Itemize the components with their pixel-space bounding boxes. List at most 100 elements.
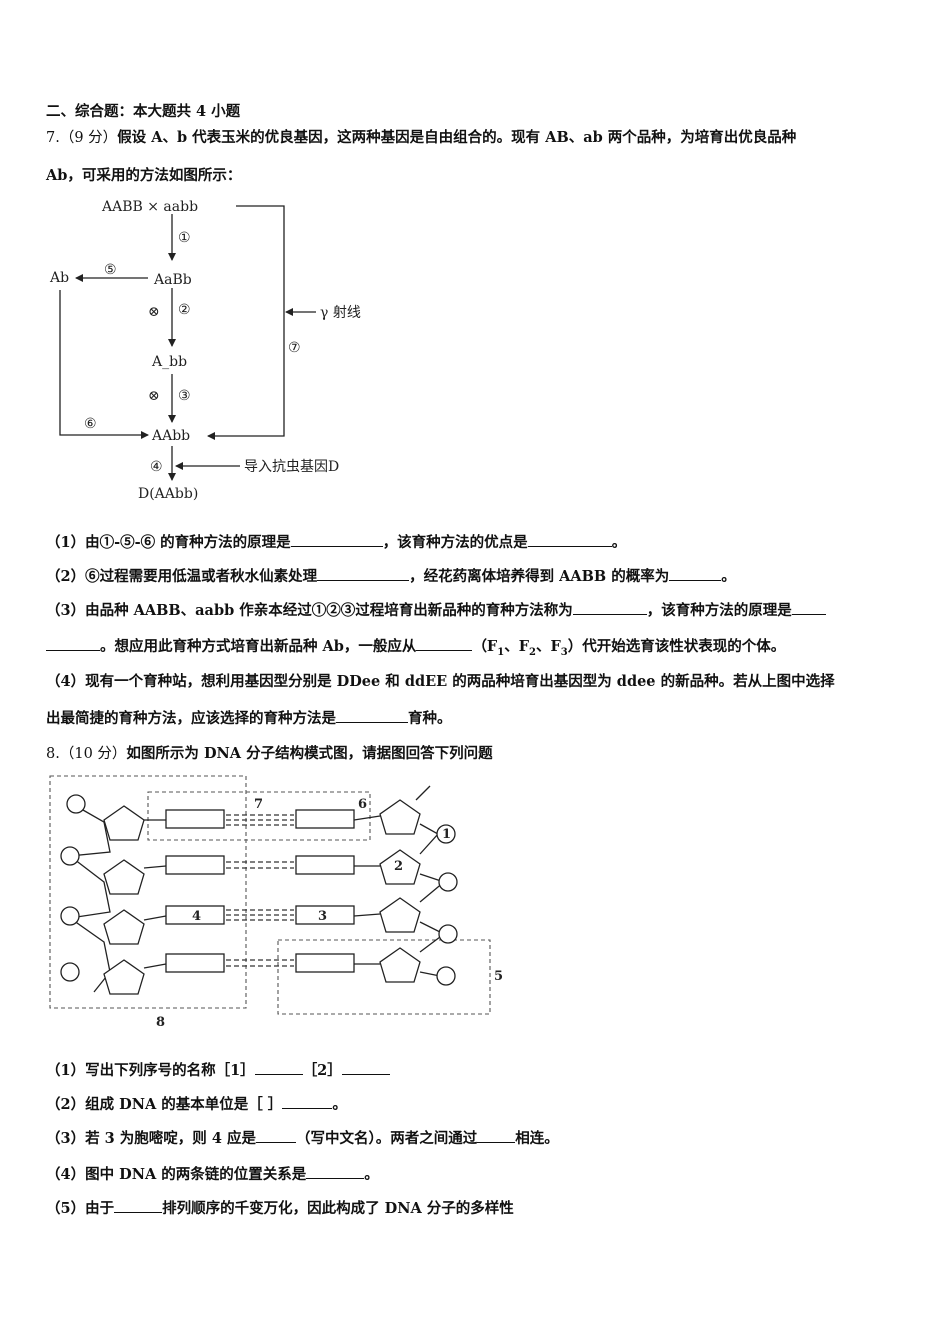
selfing-mark-1: ⊗ bbox=[148, 304, 160, 320]
base-left-2 bbox=[165, 855, 225, 875]
dashed-box-7 bbox=[147, 791, 371, 841]
base-left-3 bbox=[165, 905, 225, 925]
q8-sub3-text-b: （写中文名）。两者之间通过 bbox=[295, 1130, 478, 1147]
arrow-6 bbox=[59, 290, 149, 439]
base-left-4 bbox=[165, 953, 225, 973]
base-left-1 bbox=[165, 809, 225, 829]
q7-sub3-f3-sub: 3 bbox=[560, 646, 568, 658]
breeding-diagram: AABB × aabb ① Ab ⑤ AaBb ⊗ ② γ 射线 ⑦ A_bb … bbox=[49, 199, 361, 502]
right-backbone-top bbox=[415, 785, 431, 801]
q7-sub3-text-f: 、F bbox=[535, 638, 561, 655]
q7-stem-line2: Ab，可采用的方法如图所示： bbox=[46, 167, 242, 184]
base-right-2 bbox=[295, 855, 355, 875]
q8-sub2-text-b: 。 bbox=[332, 1096, 347, 1113]
base-right-4 bbox=[295, 953, 355, 973]
q8-sub1-text-a: （1）写出下列序号的名称［1］ bbox=[46, 1062, 255, 1079]
q7-sub2-text-c: 。 bbox=[721, 568, 736, 585]
sugar-right-4 bbox=[379, 947, 421, 983]
q8-points: （10 分） bbox=[59, 746, 127, 762]
q7-sub4-line2: 出最简捷的育种方法，应该选择的育种方法是 育种。 bbox=[46, 708, 452, 729]
q7-sub1-text-b: ，该育种方法的优点是 bbox=[382, 534, 528, 551]
q7-sub3-f2-sub: 2 bbox=[529, 646, 536, 658]
selfing-mark-2: ⊗ bbox=[148, 388, 160, 404]
q7-sub4-text-a: 出最简捷的育种方法，应该选择的育种方法是 bbox=[46, 710, 336, 727]
q8-sub4-text-b: 。 bbox=[364, 1166, 379, 1183]
sugar-left-1 bbox=[103, 805, 145, 841]
q8-sub1-text-b: ［2］ bbox=[302, 1062, 342, 1079]
q8-sub5-text-a: （5）由于 bbox=[46, 1200, 115, 1217]
label-8: 8 bbox=[156, 1015, 165, 1030]
phosphate-left-3 bbox=[60, 906, 80, 926]
ab-left-label: Ab bbox=[49, 270, 69, 286]
q7-sub1: （1）由①-⑤-⑥ 的育种方法的原理是，该育种方法的优点是。 bbox=[46, 532, 626, 553]
q8-stem: 8.（10 分）如图所示为 DNA 分子结构模式图，请据图回答下列问题 bbox=[46, 744, 493, 764]
q8-number: 8. bbox=[46, 746, 60, 762]
q7-sub1-blank2[interactable] bbox=[527, 532, 612, 547]
label-6: 6 bbox=[358, 797, 367, 812]
q8-sub2: （2）组成 DNA 的基本单位是［ ］ 。 bbox=[46, 1094, 347, 1115]
q7-sub3-blank2b[interactable] bbox=[46, 636, 100, 651]
step3-label: ③ bbox=[178, 388, 191, 404]
label-7: 7 bbox=[254, 797, 263, 812]
q8-sub4-blank[interactable] bbox=[306, 1164, 365, 1179]
q8-sub1-blank2[interactable] bbox=[341, 1060, 390, 1075]
step6-label: ⑥ bbox=[84, 416, 97, 432]
sugar-right-1 bbox=[379, 799, 421, 835]
q7-stem-text: 假设 A、b 代表玉米的优良基因，这两种基因是自由组合的。现有 AB、ab 两个… bbox=[117, 129, 797, 146]
q8-sub2-text-a: （2）组成 DNA 的基本单位是［ ］ bbox=[46, 1096, 283, 1113]
import-gene-label: 导入抗虫基因D bbox=[244, 458, 339, 475]
sugar-left-2 bbox=[103, 859, 145, 895]
q7-sub3-text-a: （3）由品种 AABB、aabb 作亲本经过①②③过程培育出新品种的育种方法称为 bbox=[46, 602, 573, 619]
q8-sub1-blank1[interactable] bbox=[254, 1060, 303, 1075]
label-2: 2 bbox=[394, 859, 403, 874]
right-backbone-1 bbox=[419, 823, 440, 855]
q7-sub3-blank2a[interactable] bbox=[791, 600, 826, 615]
phosphate-left-4 bbox=[60, 962, 80, 982]
q8-sub1: （1）写出下列序号的名称［1］ ［2］ bbox=[46, 1060, 390, 1081]
q7-sub4-text-b: 育种。 bbox=[408, 710, 452, 727]
q8-sub5-blank[interactable] bbox=[114, 1198, 163, 1213]
link-r1 bbox=[353, 815, 381, 821]
q7-sub3-text-b: ，该育种方法的原理是 bbox=[646, 602, 792, 619]
parents-label: AABB × aabb bbox=[101, 199, 198, 215]
q7-points: （9 分） bbox=[59, 130, 118, 146]
q7-sub3-blank3[interactable] bbox=[416, 636, 473, 651]
q7-sub4-blank[interactable] bbox=[336, 708, 408, 723]
dashed-box-8 bbox=[49, 775, 247, 1009]
q8-sub3-blank1[interactable] bbox=[255, 1128, 296, 1143]
q8-sub4: （4）图中 DNA 的两条链的位置关系是。 bbox=[46, 1164, 379, 1185]
q8-sub3-text-a: （3）若 3 为胞嘧啶，则 4 应是 bbox=[46, 1130, 256, 1147]
phosphate-right-3 bbox=[438, 924, 458, 944]
sugar-right-3 bbox=[379, 897, 421, 933]
sugar-left-3 bbox=[103, 909, 145, 945]
label-1: 1 bbox=[442, 827, 451, 842]
link-r3 bbox=[353, 913, 381, 917]
link-l3 bbox=[143, 915, 167, 921]
q8-sub3-text-c: 相连。 bbox=[515, 1130, 559, 1147]
label-4: 4 bbox=[192, 909, 201, 924]
q7-sub3-text-e: 、F bbox=[504, 638, 529, 655]
q7-stem-line1: 7.（9 分）假设 A、b 代表玉米的优良基因，这两种基因是自由组合的。现有 A… bbox=[46, 128, 796, 148]
q7-sub3-text-g: ）代开始选育该性状表现的个体。 bbox=[567, 638, 786, 655]
q8-sub3-blank2[interactable] bbox=[477, 1128, 516, 1143]
q7-sub1-text-c: 。 bbox=[611, 534, 627, 551]
base-right-1 bbox=[295, 809, 355, 829]
q7-sub3-line1: （3）由品种 AABB、aabb 作亲本经过①②③过程培育出新品种的育种方法称为… bbox=[46, 600, 826, 621]
q7-sub3-blank1[interactable] bbox=[572, 600, 647, 615]
d-product-label: D(AAbb) bbox=[138, 486, 198, 502]
sugar-right-2 bbox=[379, 849, 421, 885]
q8-sub2-blank[interactable] bbox=[282, 1094, 333, 1109]
q7-sub1-blank1[interactable] bbox=[290, 532, 383, 547]
q7-sub2-blank1[interactable] bbox=[317, 566, 410, 581]
phosphate-left-2 bbox=[60, 846, 80, 866]
aabb-target-label: AAbb bbox=[151, 428, 190, 444]
step2-label: ② bbox=[178, 302, 191, 318]
f1-label: AaBb bbox=[153, 272, 192, 288]
q7-sub2: （2）⑥过程需要用低温或者秋水仙素处理，经花药离体培养得到 AABB 的概率为。 bbox=[46, 566, 736, 587]
section-title: 二、综合题：本大题共 4 小题 bbox=[46, 103, 241, 120]
q7-sub3-line2: 。想应用此育种方式培育出新品种 Ab，一般应从（F1、F2、F3）代开始选育该性… bbox=[46, 636, 785, 663]
q7-sub2-text-b: ，经花药离体培养得到 AABB 的概率为 bbox=[409, 568, 670, 585]
dna-diagram: 7 6 1 2 3 4 5 8 bbox=[49, 775, 503, 1030]
step4-label: ④ bbox=[150, 459, 163, 475]
q7-sub2-blank2[interactable] bbox=[669, 566, 722, 581]
